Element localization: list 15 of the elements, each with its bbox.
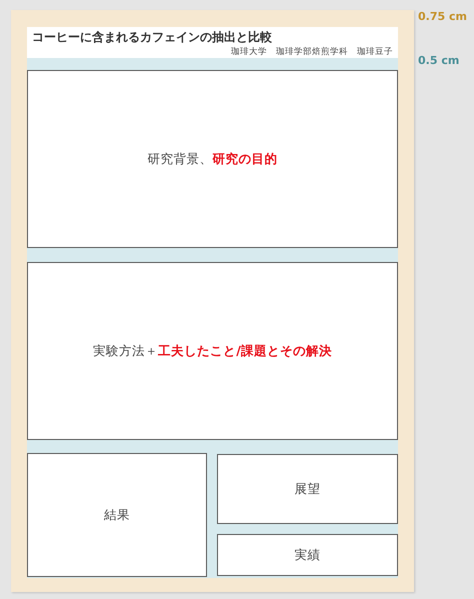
margin-dimension: 0.75 cm: [418, 10, 467, 23]
section-heading: 実験方法＋工夫したこと/課題とその解決: [93, 342, 332, 360]
author-line: 珈琲大学 珈琲学部焙煎学科 珈琲豆子: [231, 47, 393, 57]
gap-dimension: 0.5 cm: [418, 54, 460, 67]
section-panel: [27, 262, 398, 440]
section-heading: 結果: [104, 506, 130, 524]
section-panel: [27, 70, 398, 248]
header-band: [27, 27, 398, 58]
section-panel: [217, 534, 398, 576]
section-panel: [27, 453, 207, 577]
section-heading: 研究背景、研究の目的: [148, 150, 278, 168]
section-heading: 展望: [294, 480, 320, 498]
section-heading: 実績: [294, 546, 320, 564]
section-panel: [217, 454, 398, 524]
poster-title: コーヒーに含まれるカフェインの抽出と比較: [32, 30, 272, 45]
